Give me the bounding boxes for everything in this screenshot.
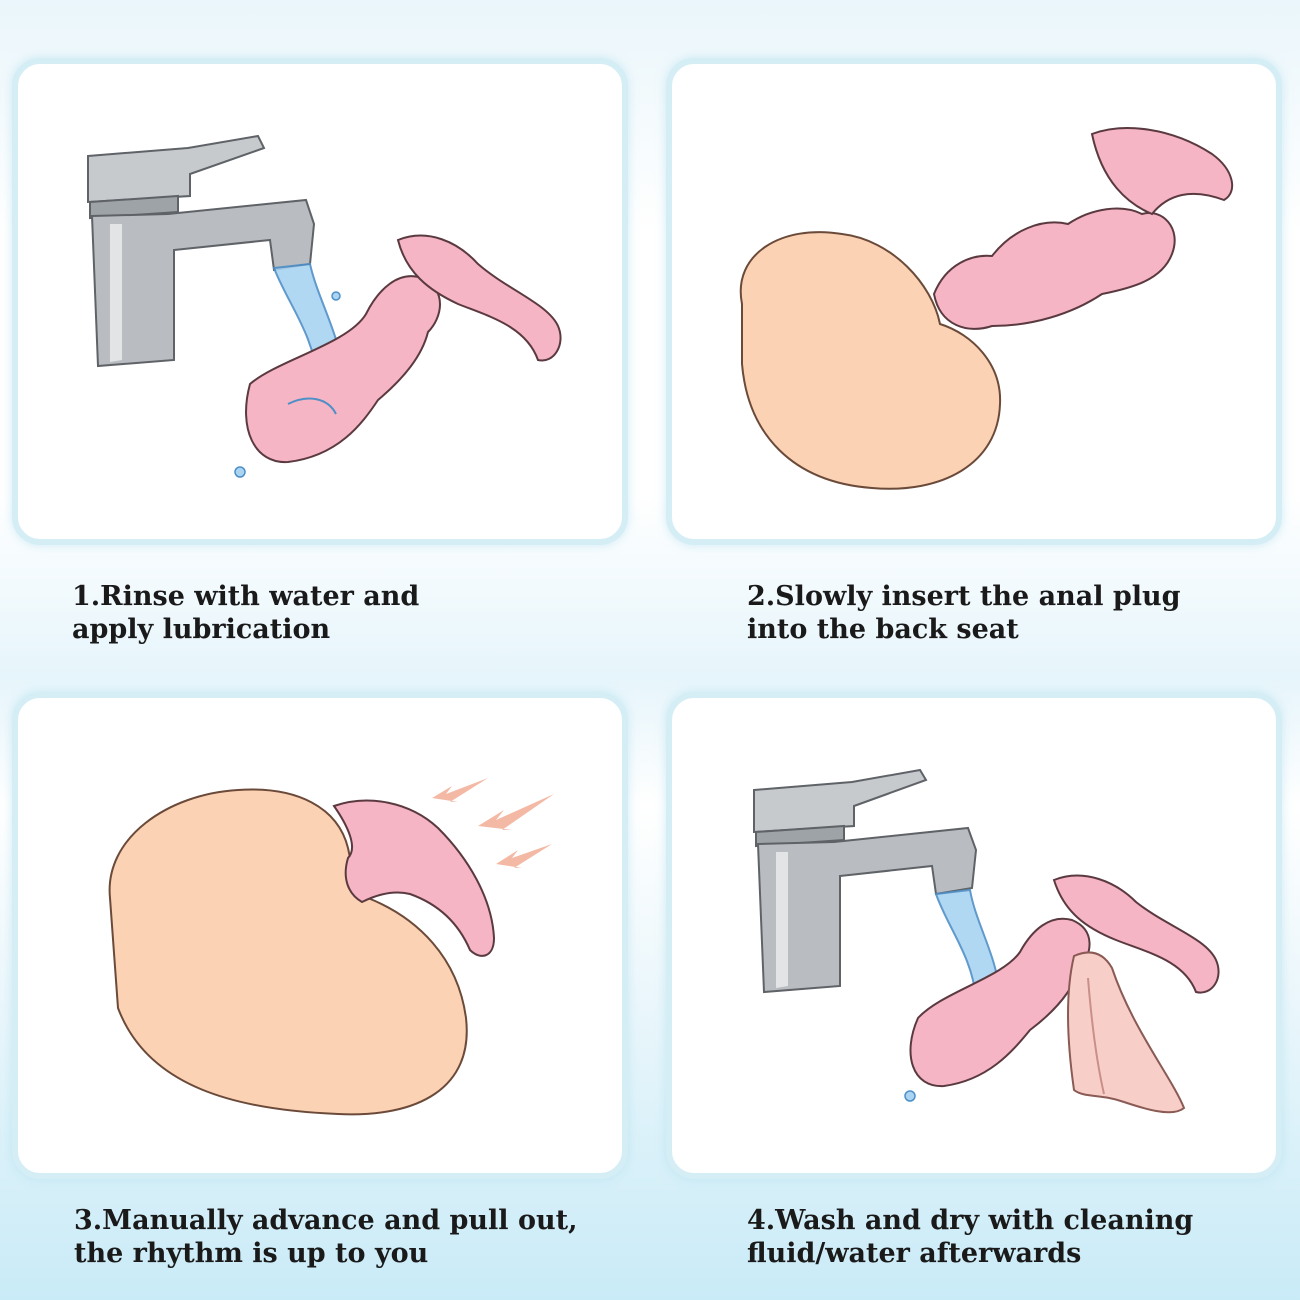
faucet-icon xyxy=(87,134,316,368)
buttocks-icon xyxy=(739,231,1002,490)
buttocks-icon xyxy=(108,788,468,1116)
step-3-caption: 3.Manually advance and pull out, the rhy… xyxy=(74,1204,577,1270)
step-3-caption-line-2: the rhythm is up to you xyxy=(74,1238,429,1269)
step-4-caption-line-2: fluid/water afterwards xyxy=(747,1238,1082,1269)
step-2-caption: 2.Slowly insert the anal plug into the b… xyxy=(747,580,1181,646)
step-2-illustration xyxy=(739,127,1233,490)
step-3-caption-line-1: 3.Manually advance and pull out, xyxy=(74,1205,578,1236)
cloth-icon xyxy=(1066,951,1186,1114)
faucet-icon xyxy=(753,768,978,994)
step-1-caption: 1.Rinse with water and apply lubrication xyxy=(72,580,419,646)
step-3-illustration xyxy=(108,778,554,1116)
step-4-panel xyxy=(666,692,1282,1179)
step-2-caption-line-2: into the back seat xyxy=(747,614,1019,645)
step-1-caption-line-2: apply lubrication xyxy=(72,614,331,645)
motion-arrows-icon xyxy=(432,778,554,868)
plug-base-icon xyxy=(332,799,496,957)
beaded-plug-icon xyxy=(245,234,562,464)
beaded-plug-icon xyxy=(909,874,1220,1088)
step-3-panel xyxy=(12,692,628,1179)
step-1-panel xyxy=(12,58,628,545)
step-4-caption-line-1: 4.Wash and dry with cleaning xyxy=(747,1205,1194,1236)
step-1-illustration xyxy=(87,134,562,478)
step-1-caption-line-1: 1.Rinse with water and xyxy=(72,581,420,612)
step-4-illustration xyxy=(753,768,1220,1114)
step-4-caption: 4.Wash and dry with cleaning fluid/water… xyxy=(747,1204,1193,1270)
step-2-caption-line-1: 2.Slowly insert the anal plug xyxy=(747,581,1181,612)
beaded-plug-icon xyxy=(932,127,1233,330)
step-2-panel xyxy=(666,58,1282,545)
